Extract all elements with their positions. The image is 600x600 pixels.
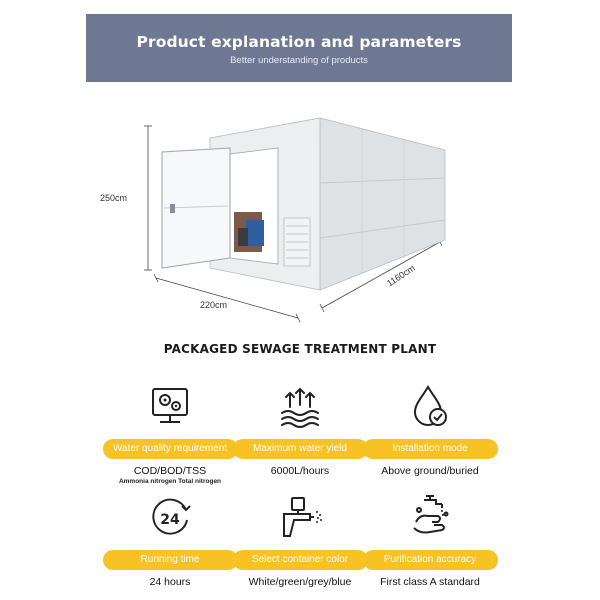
feature-value: White/green/grey/blue — [248, 576, 352, 588]
dimension-lines — [144, 125, 443, 323]
page-title: Product explanation and parameters — [136, 33, 462, 51]
feature-label: Purification accuracy — [362, 550, 498, 570]
feature-value: 24 hours — [149, 576, 191, 588]
monitor-gears-icon — [152, 388, 188, 423]
spray-gun-icon — [283, 497, 322, 537]
svg-text:24: 24 — [160, 512, 180, 528]
feature-label: Water quality requirement — [102, 439, 238, 459]
feature-label: Select container color — [232, 550, 368, 570]
feature-water-quality: Water quality requirement COD/BOD/TSS Am… — [90, 383, 250, 485]
feature-water-yield: Maximum water yield 6000L/hours — [220, 383, 380, 477]
container-product-image — [144, 117, 446, 323]
clock-24-icon: 24 — [152, 498, 191, 535]
feature-running-time: 24 Running time 24 hours — [90, 494, 250, 588]
feature-value: 6000L/hours — [270, 465, 330, 477]
width-dimension: 220cm — [200, 300, 228, 310]
feature-value: COD/BOD/TSS — [133, 465, 207, 477]
feature-purification-accuracy: Purification accuracy First class A stan… — [350, 494, 510, 588]
height-dimension: 250cm — [100, 193, 128, 203]
product-name: PACKAGED SEWAGE TREATMENT PLANT — [163, 342, 437, 356]
water-drop-check-icon — [413, 385, 447, 426]
feature-value: First class A standard — [380, 576, 480, 588]
feature-value: Above ground/buried — [381, 465, 479, 477]
feature-container-color: Select container color White/green/grey/… — [220, 494, 380, 588]
hand-washing-icon — [413, 495, 449, 534]
page-subtitle: Better understanding of products — [230, 55, 368, 66]
feature-installation-mode: Installation mode Above ground/buried — [350, 383, 510, 477]
feature-label: Installation mode — [362, 439, 498, 459]
water-flow-icon — [281, 387, 319, 428]
feature-subvalue: Ammonia nitrogen Total nitrogen — [118, 478, 222, 485]
header-banner: Product explanation and parameters Bette… — [86, 14, 512, 82]
feature-label: Running time — [102, 550, 238, 570]
feature-label: Maximum water yield — [232, 439, 368, 459]
